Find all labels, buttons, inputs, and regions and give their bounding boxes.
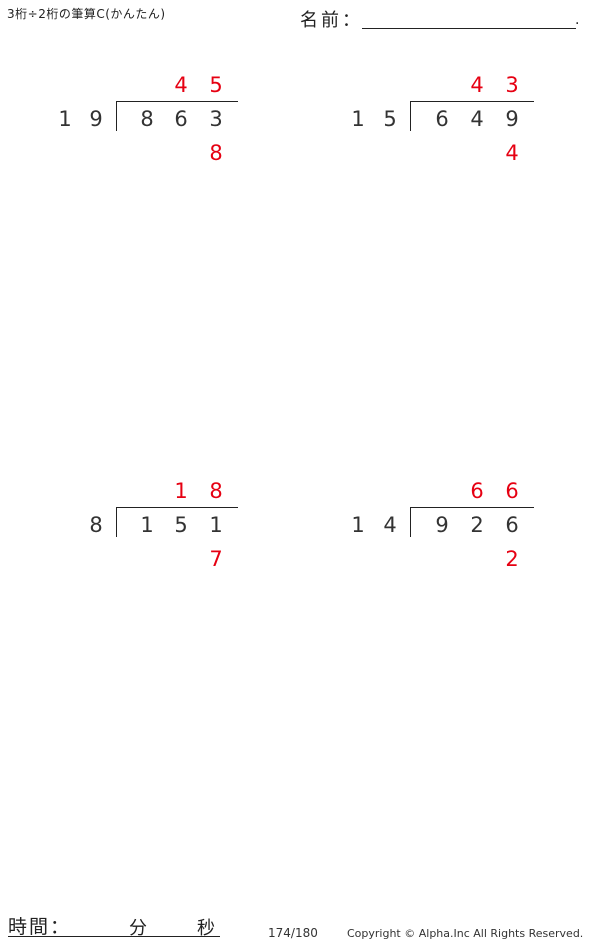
problem-3: 1 8 8 1 5 1 7 [0, 476, 300, 676]
problem-4: 6 6 1 4 9 2 6 2 [300, 476, 600, 676]
dividend-digit: 9 [435, 513, 449, 537]
dividend-digit: 6 [174, 107, 188, 131]
quotient-digit: 4 [470, 73, 484, 97]
seconds-label: 秒 [197, 918, 215, 939]
dividend-digit: 6 [435, 107, 449, 131]
quotient-digit: 6 [470, 479, 484, 503]
divisor-digit: 1 [58, 107, 72, 131]
problem-2: 4 3 1 5 6 4 9 4 [300, 70, 600, 270]
division-bracket [410, 507, 411, 537]
division-bar [116, 507, 238, 508]
division-bar [410, 101, 534, 102]
quotient-digit: 4 [174, 73, 188, 97]
name-field-line[interactable] [362, 28, 576, 29]
quotient-digit: 1 [174, 479, 188, 503]
worksheet-title: 3桁÷2桁の筆算C(かんたん) [7, 7, 166, 21]
minutes-label: 分 [129, 918, 147, 939]
time-field-line[interactable] [8, 936, 220, 937]
copyright-text: Copyright © Alpha.Inc All Rights Reserve… [347, 927, 584, 940]
dividend-digit: 1 [209, 513, 223, 537]
division-bracket [410, 101, 411, 131]
dividend-digit: 5 [174, 513, 188, 537]
name-label: 名前： [300, 10, 363, 31]
division-bar [116, 101, 238, 102]
problem-1: 4 5 1 9 8 6 3 8 [0, 70, 300, 270]
dividend-digit: 6 [505, 513, 519, 537]
remainder-digit: 2 [505, 547, 519, 571]
dividend-digit: 8 [140, 107, 154, 131]
name-end-mark: . [575, 12, 580, 28]
time-label: 時間： [8, 916, 72, 938]
quotient-digit: 5 [209, 73, 223, 97]
divisor-digit: 1 [351, 513, 365, 537]
remainder-digit: 8 [209, 141, 223, 165]
dividend-digit: 1 [140, 513, 154, 537]
division-bar [410, 507, 534, 508]
remainder-digit: 7 [209, 547, 223, 571]
quotient-digit: 3 [505, 73, 519, 97]
divisor-digit: 4 [383, 513, 397, 537]
dividend-digit: 9 [505, 107, 519, 131]
divisor-digit: 1 [351, 107, 365, 131]
divisor-digit: 8 [89, 513, 103, 537]
page-number: 174/180 [268, 926, 318, 940]
dividend-digit: 3 [209, 107, 223, 131]
quotient-digit: 6 [505, 479, 519, 503]
divisor-digit: 9 [89, 107, 103, 131]
remainder-digit: 4 [505, 141, 519, 165]
division-bracket [116, 101, 117, 131]
dividend-digit: 2 [470, 513, 484, 537]
quotient-digit: 8 [209, 479, 223, 503]
divisor-digit: 5 [383, 107, 397, 131]
dividend-digit: 4 [470, 107, 484, 131]
division-bracket [116, 507, 117, 537]
